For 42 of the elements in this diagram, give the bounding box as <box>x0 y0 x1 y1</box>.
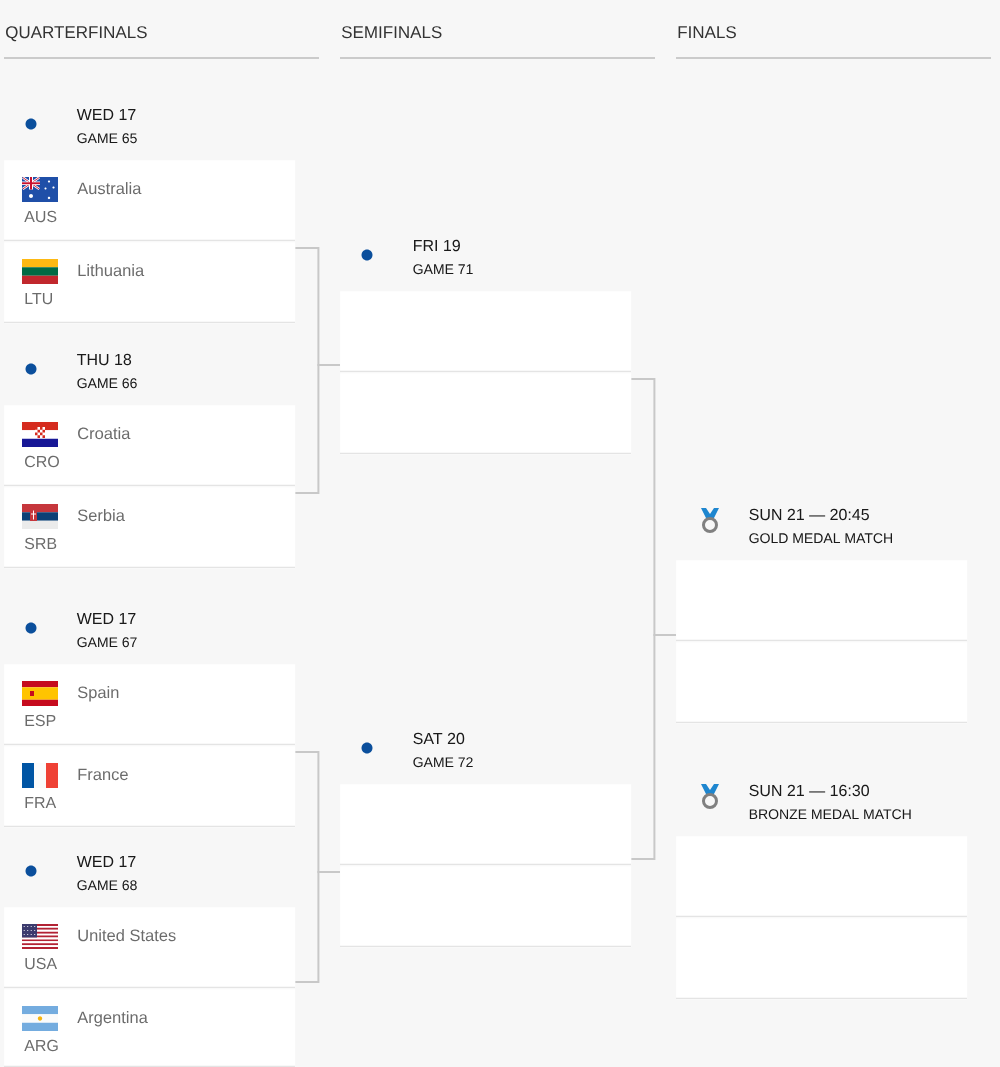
match-name: GOLD MEDAL MATCH <box>749 533 892 544</box>
match-name: GAME 67 <box>77 637 137 648</box>
country-name: United States <box>78 929 176 942</box>
match-name: GAME 71 <box>413 264 473 275</box>
country-code: LTU <box>25 293 52 305</box>
empty-slot <box>339 291 632 373</box>
match-name: GAME 66 <box>77 378 137 389</box>
country-code: ESP <box>25 714 56 727</box>
match-name: GAME 65 <box>77 133 137 144</box>
bracket-line <box>294 364 341 494</box>
country-name: Argentina <box>77 1011 148 1027</box>
country-code: CRO <box>25 455 59 468</box>
bracket-line <box>294 871 341 983</box>
empty-slot <box>675 642 968 724</box>
country-name: Serbia <box>77 509 125 522</box>
empty-slot <box>339 784 632 866</box>
country-name: France <box>78 768 128 781</box>
match-date: WED 17 <box>76 109 136 120</box>
match-date: WED 17 <box>76 613 136 624</box>
empty-slot <box>675 918 968 1000</box>
column-heading: FINALS <box>678 26 736 39</box>
empty-slot <box>675 836 968 918</box>
match-date: WED 17 <box>76 856 136 867</box>
country-code: SRB <box>24 537 57 550</box>
empty-slot <box>675 560 968 642</box>
match-date: SUN 21 — 16:30 <box>749 784 869 797</box>
bracket-line <box>630 634 677 860</box>
empty-slot <box>339 866 632 948</box>
country-name: Croatia <box>78 427 131 440</box>
empty-slot <box>339 373 632 455</box>
column-heading: QUARTERFINALS <box>6 26 147 42</box>
country-name: Lithuania <box>78 264 145 277</box>
country-code: USA <box>25 957 58 970</box>
column-heading: SEMIFINALS <box>341 26 442 39</box>
country-code: FRA <box>25 797 57 808</box>
match-name: GAME 72 <box>413 757 473 768</box>
country-name: Australia <box>77 182 142 195</box>
country-code: AUS <box>24 210 57 223</box>
match-date: THU 18 <box>77 353 132 366</box>
match-name: GAME 68 <box>77 880 137 891</box>
country-code: ARG <box>24 1039 58 1052</box>
country-name: Spain <box>77 686 119 702</box>
